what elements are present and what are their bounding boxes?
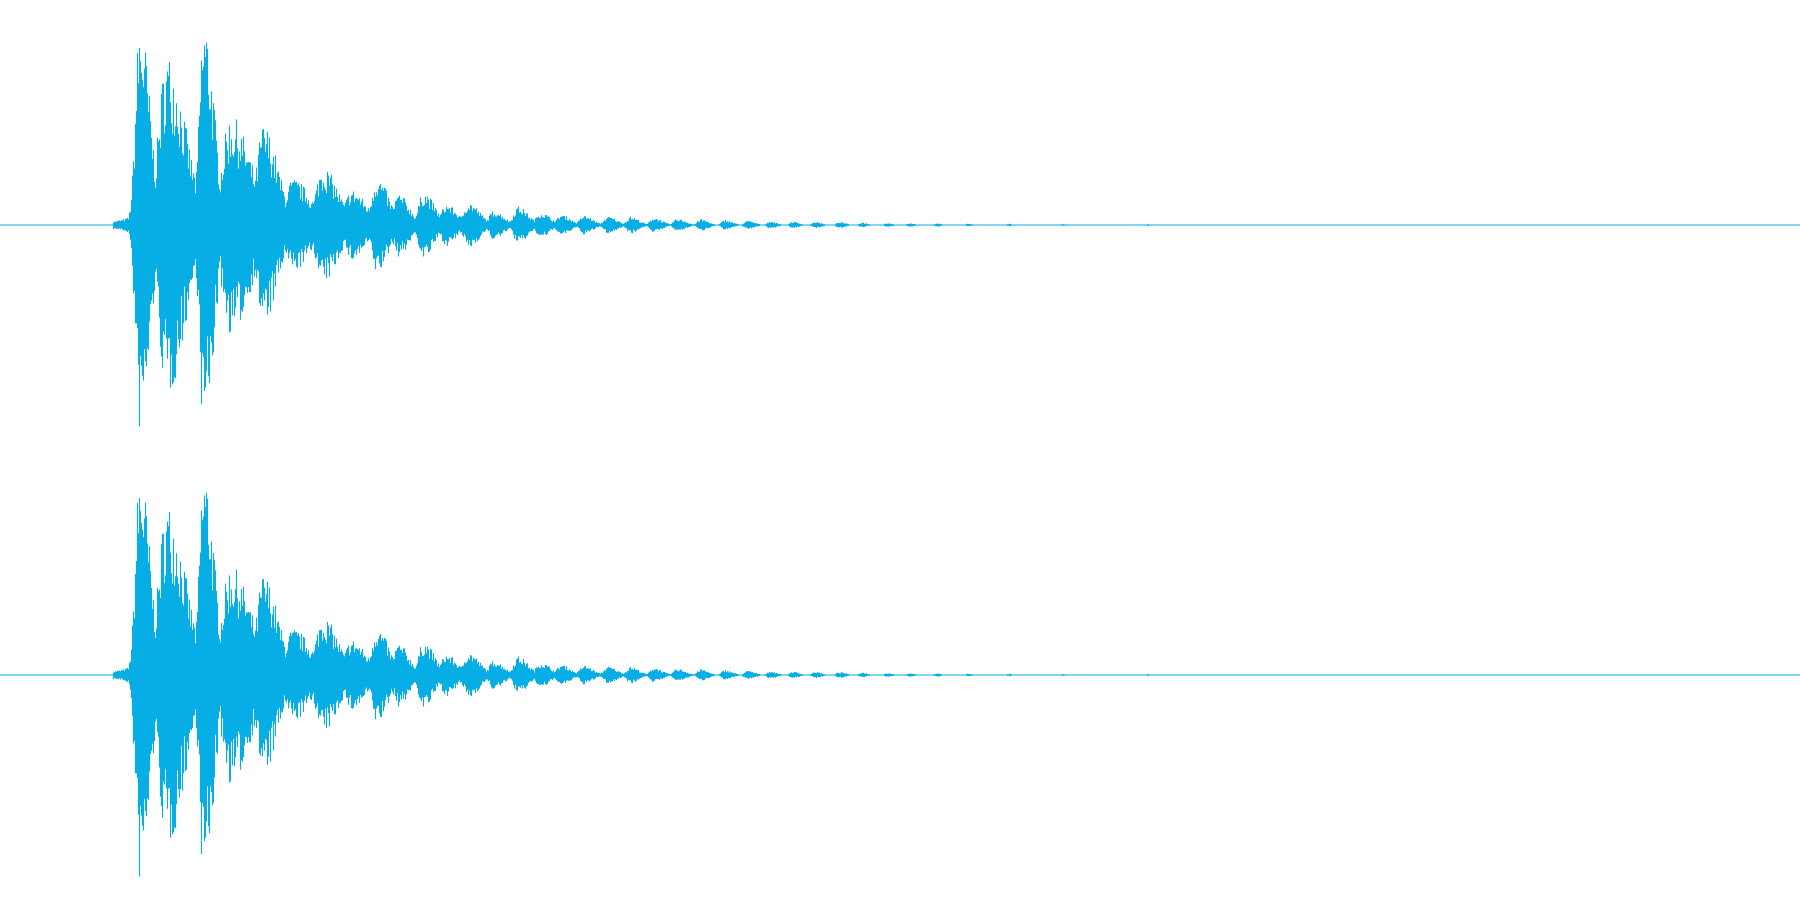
waveform-svg-right <box>0 492 1800 877</box>
waveform-signal-right <box>112 492 1151 877</box>
waveform-signal-left <box>112 42 1151 427</box>
waveform-svg-left <box>0 42 1800 427</box>
waveform-channel-left <box>0 42 1800 427</box>
waveform-channel-right <box>0 450 1800 900</box>
